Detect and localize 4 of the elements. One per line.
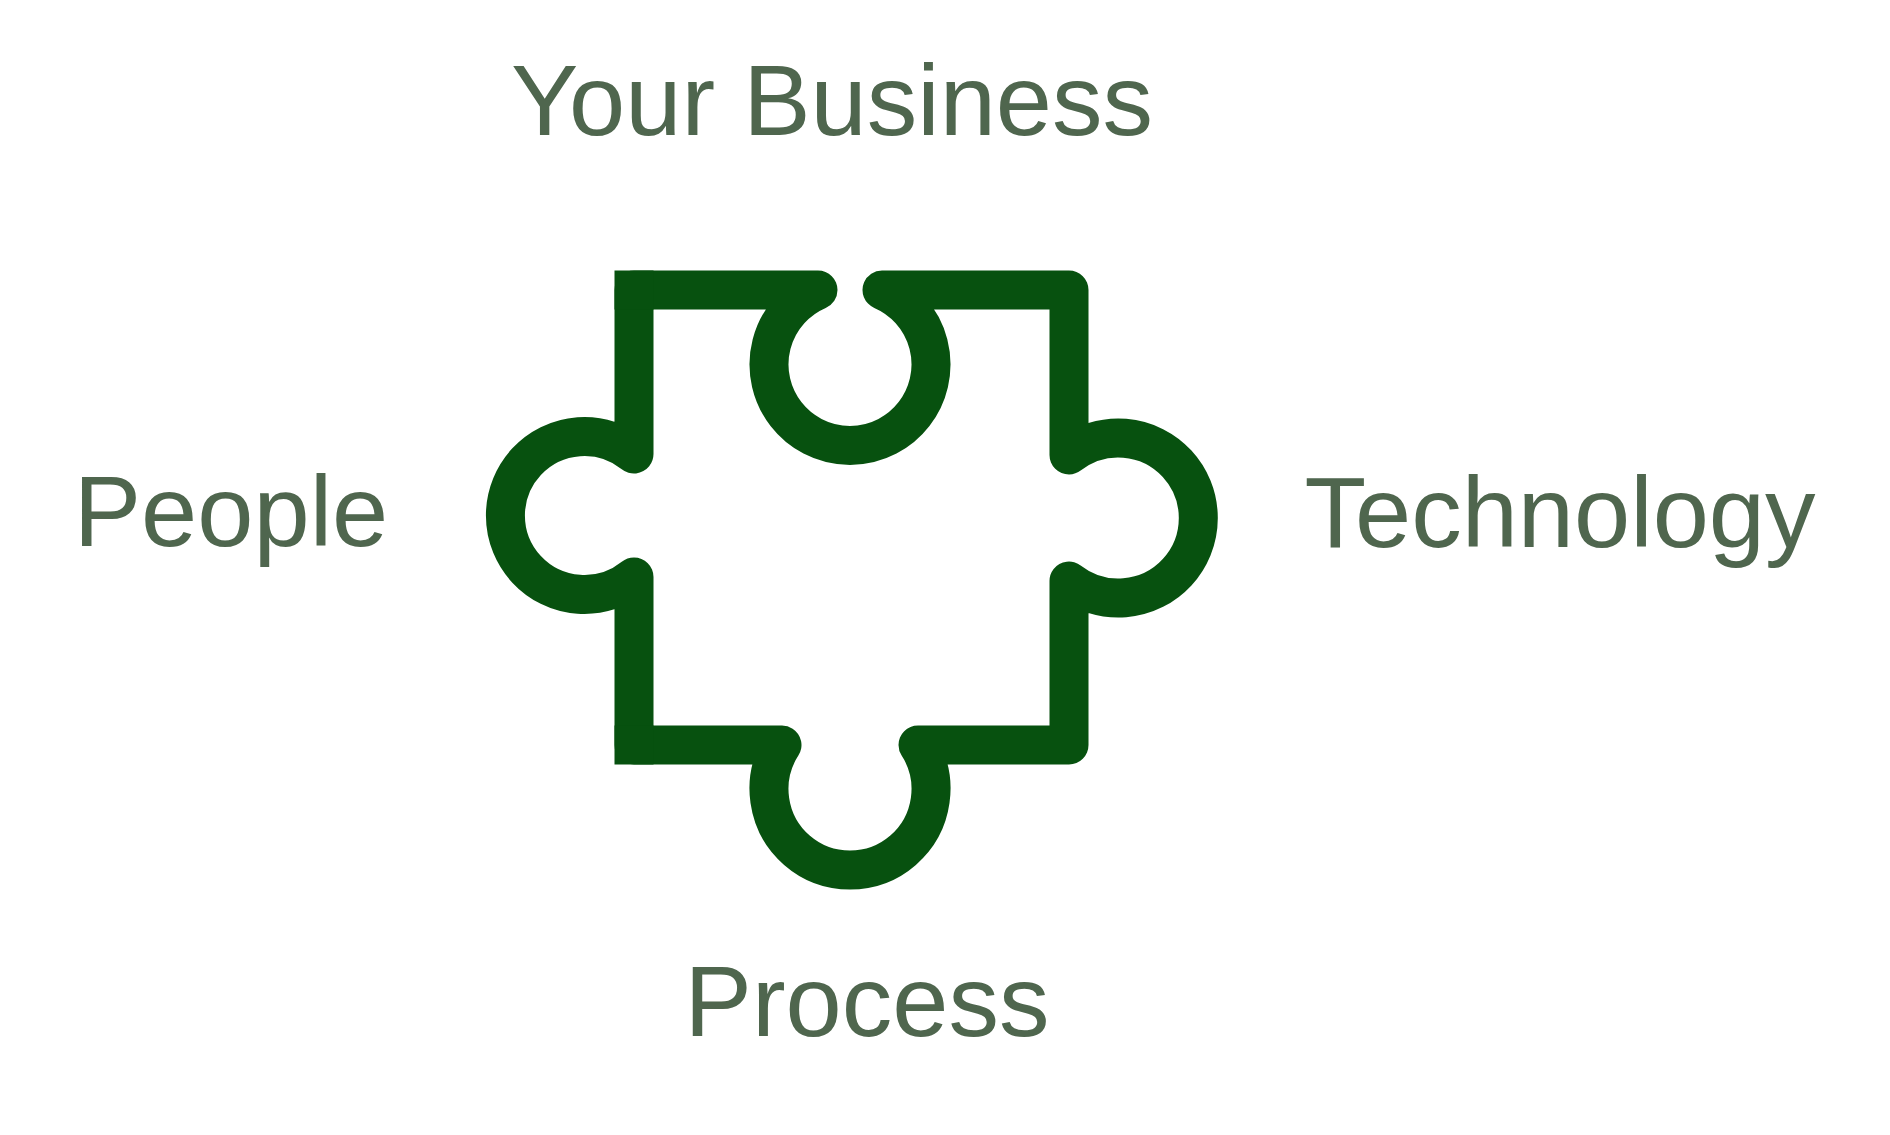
side-label: Your Business [511,43,1153,158]
side-label: Process [684,944,1050,1059]
side-label: Technology [1304,455,1816,570]
side-label: People [73,454,389,569]
